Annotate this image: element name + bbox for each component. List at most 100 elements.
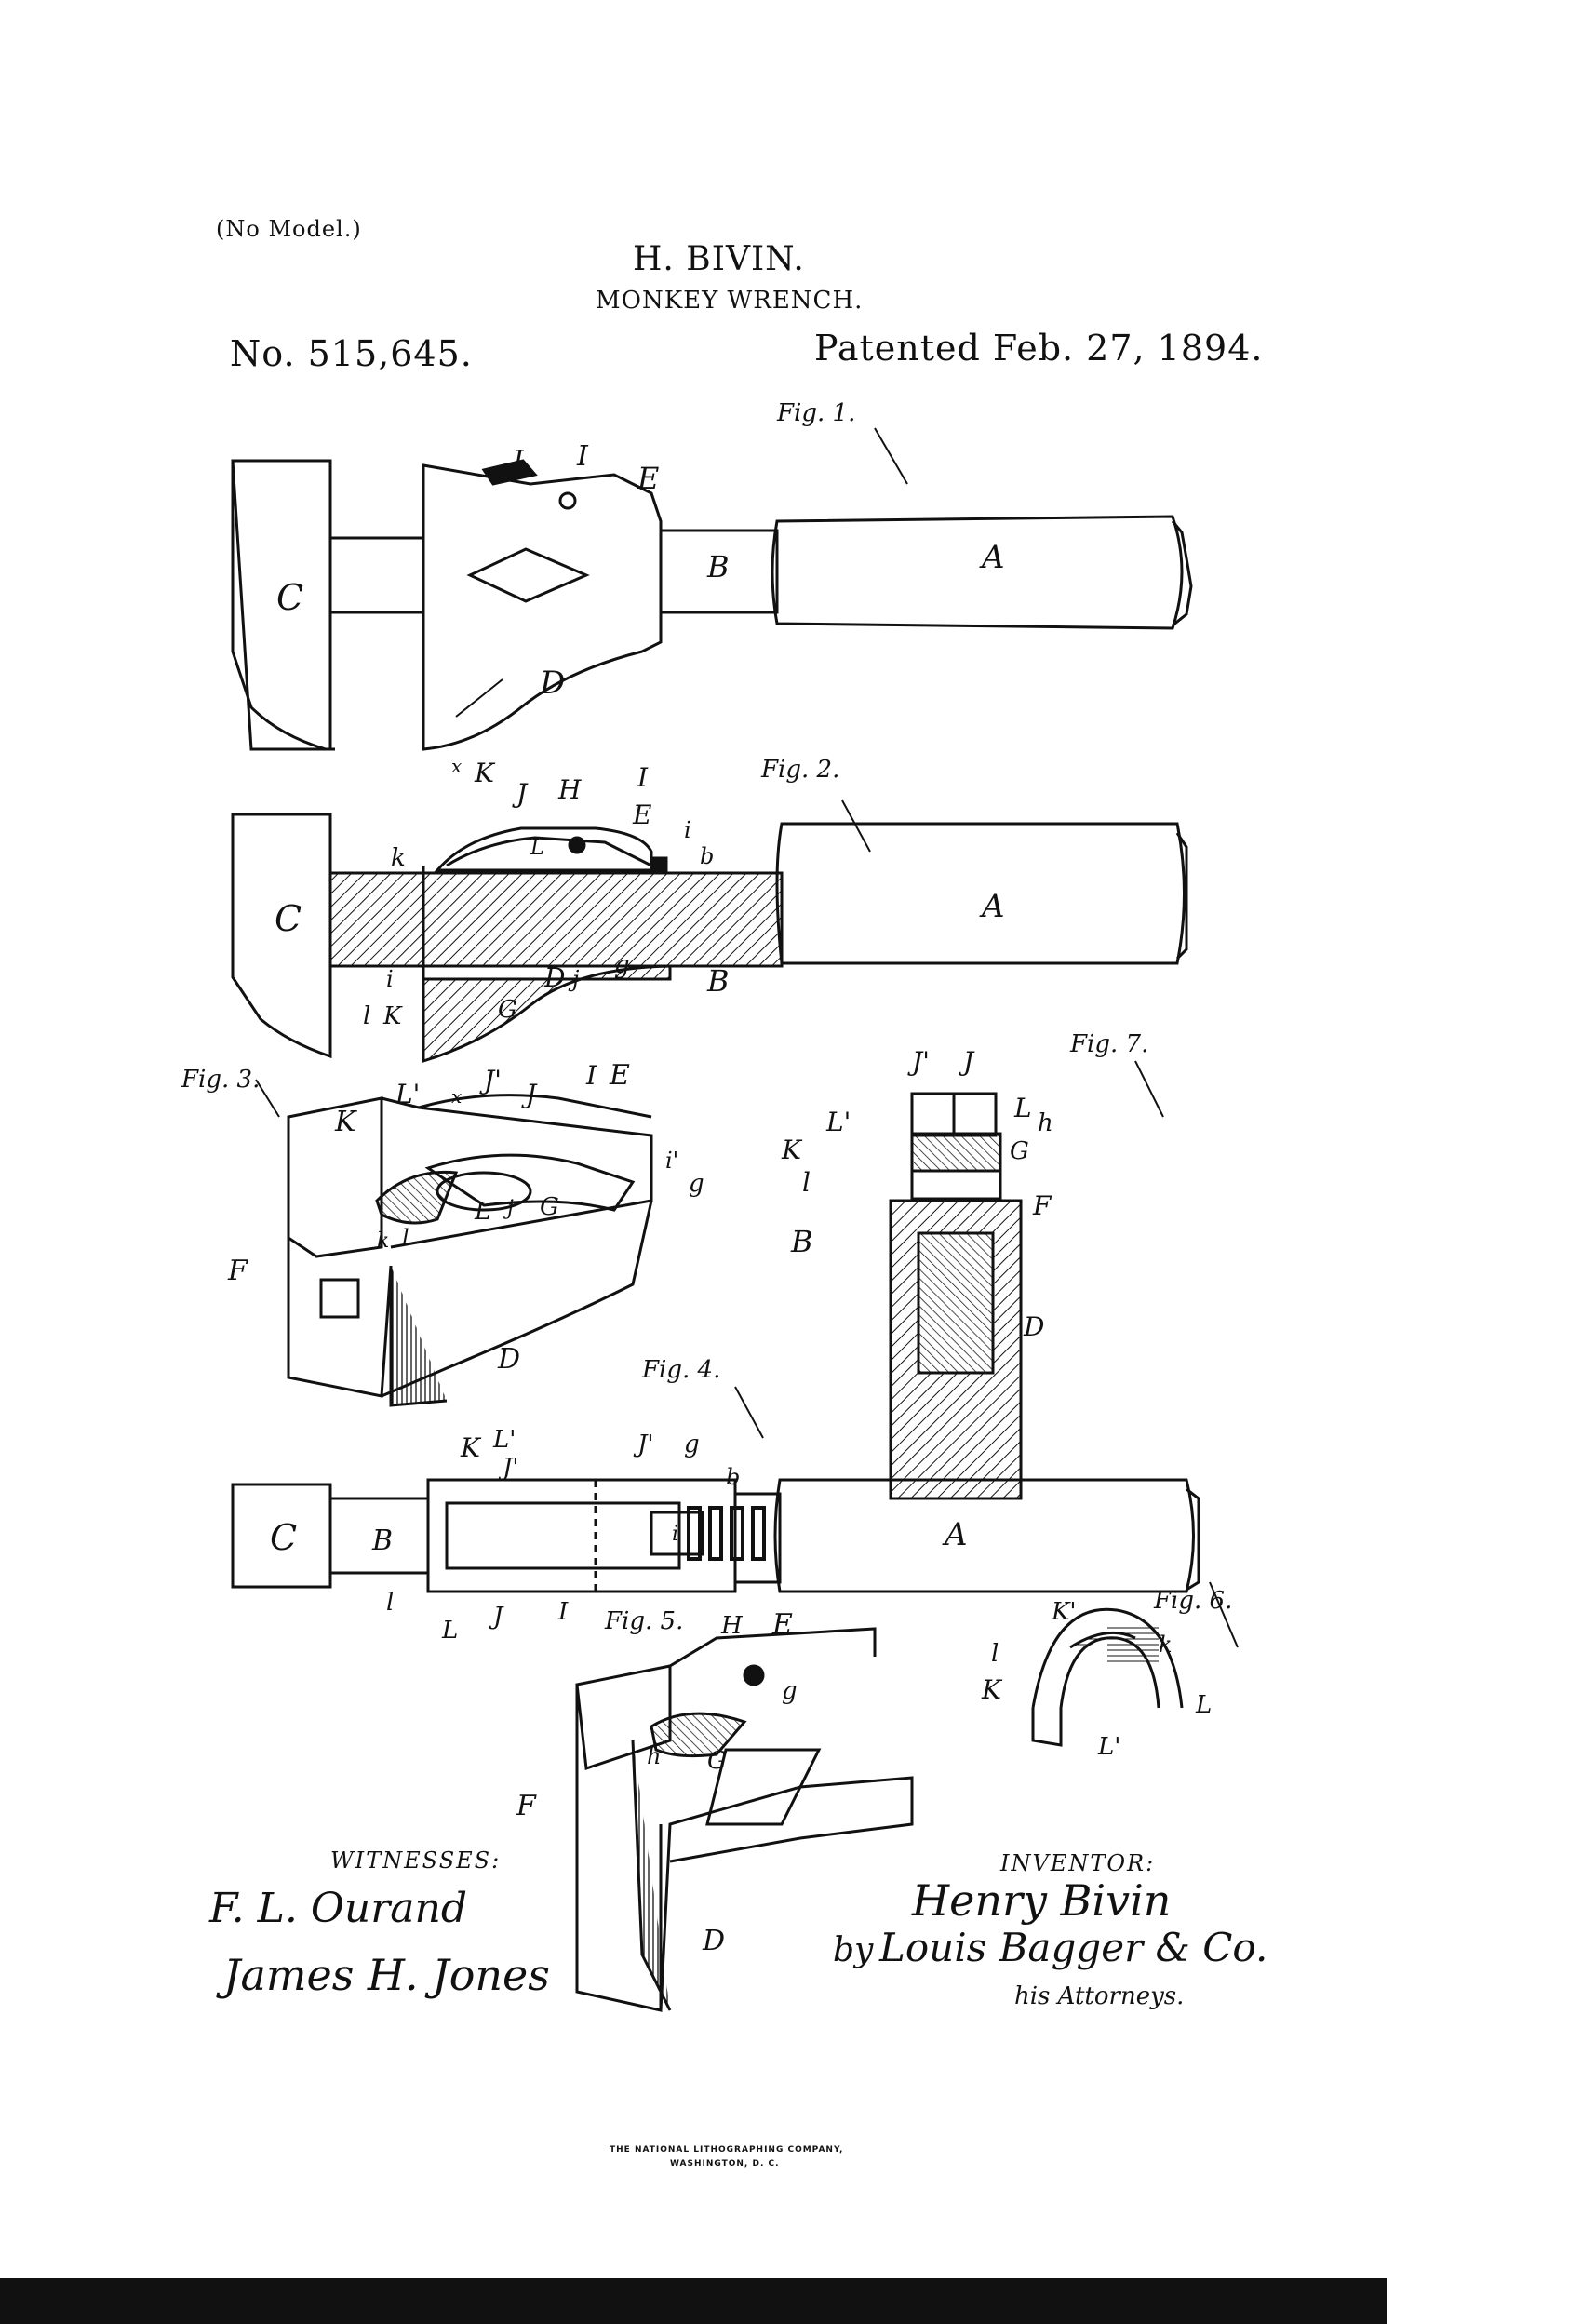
- footer-line-1: THE NATIONAL LITHOGRAPHING COMPANY,: [610, 2145, 844, 2155]
- ref-i-fig2: i: [684, 817, 691, 843]
- ref-F-fig5: F: [516, 1790, 537, 1822]
- ref-l-fig6: l: [991, 1640, 999, 1668]
- attorneys-note: his Attorneys.: [1014, 1982, 1185, 2010]
- ref-I-fig1: I: [576, 440, 589, 473]
- ref-B-fig7: B: [790, 1224, 813, 1259]
- ref-l-fig2: l: [363, 1002, 370, 1030]
- figure-5-title: Fig. 5.: [604, 1607, 683, 1635]
- ref-I-fig2: I: [637, 762, 649, 793]
- ref-L1-fig6: L': [1097, 1733, 1120, 1761]
- figure-7-title: Fig. 7.: [1069, 1030, 1148, 1058]
- ref-D-fig5: D: [702, 1925, 725, 1957]
- ref-K-lower-fig2: K: [382, 1002, 403, 1030]
- ref-k-fig2: k: [391, 844, 406, 872]
- ref-L-fig4: L: [441, 1617, 458, 1645]
- figure-5-jaw-perspective: [575, 1627, 914, 2012]
- ref-J-fig2: J: [512, 778, 529, 809]
- ref-G-fig5: G: [707, 1747, 727, 1775]
- figure-6-title: Fig. 6.: [1153, 1587, 1232, 1615]
- ref-I-fig3: I: [585, 1060, 597, 1091]
- ref-b-fig4: b: [726, 1464, 740, 1490]
- ref-l-fig3: l: [402, 1225, 409, 1251]
- ref-J-fig7: J: [959, 1046, 975, 1077]
- ref-h-fig5: h: [647, 1743, 661, 1769]
- witness-2-signature: James H. Jones: [223, 1950, 550, 2000]
- ref-g-fig5: g: [782, 1677, 798, 1705]
- ref-I-fig4: I: [557, 1598, 569, 1626]
- ref-C-fig1: C: [276, 577, 303, 618]
- figure-1-title: Fig. 1.: [776, 399, 855, 427]
- ref-K-fig3: K: [334, 1106, 357, 1138]
- ref-i-fig4: i: [672, 1523, 678, 1546]
- ref-D-fig2: D: [543, 962, 565, 993]
- figure-3-title: Fig. 3.: [181, 1066, 260, 1094]
- ref-G-fig3: G: [540, 1193, 559, 1221]
- by-text: by: [833, 1931, 874, 1969]
- ref-i-lower-fig2: i: [386, 966, 394, 992]
- ref-L1-fig4: L': [492, 1426, 516, 1454]
- ref-x-fig3: x: [451, 1085, 462, 1108]
- ref-J1-fig3: J': [479, 1065, 502, 1095]
- figure-1-wrench-side-view: [231, 459, 1193, 751]
- ref-h-fig7: h: [1038, 1109, 1053, 1137]
- attorney-signature: Louis Bagger & Co.: [879, 1925, 1268, 1970]
- ref-A-fig1: A: [979, 539, 1005, 576]
- ref-K-fig7: K: [781, 1135, 803, 1165]
- figure-3-jaw-perspective: [287, 1094, 653, 1407]
- ref-F-fig3: F: [227, 1255, 248, 1287]
- ref-l-fig7: l: [802, 1167, 811, 1198]
- ref-J1-fig7: J': [907, 1046, 930, 1077]
- ref-G-fig2: G: [498, 996, 517, 1024]
- ref-J-fig3: J: [521, 1079, 538, 1109]
- ref-g-fig2: g: [614, 951, 630, 979]
- ref-L1-fig7: L': [825, 1107, 851, 1137]
- ref-g-fig3: g: [689, 1170, 704, 1198]
- ref-E-fig2: E: [632, 799, 651, 830]
- ref-C-fig4: C: [270, 1517, 297, 1558]
- ref-B-fig4: B: [371, 1525, 393, 1557]
- ref-K1-fig6: K': [1051, 1598, 1077, 1626]
- ref-i1-fig3: i': [665, 1148, 678, 1174]
- ref-J-fig4: J: [489, 1603, 504, 1631]
- ref-B-fig1: B: [706, 549, 730, 584]
- ref-D-fig3: D: [497, 1343, 520, 1376]
- patent-number: No. 515,645.: [230, 333, 473, 374]
- inventor-heading: INVENTOR:: [1000, 1850, 1156, 1876]
- ref-A-fig2: A: [979, 888, 1005, 925]
- ref-K-fig6: K: [981, 1674, 1003, 1705]
- figure-4-title: Fig. 4.: [641, 1356, 720, 1384]
- ref-E-fig3: E: [609, 1059, 630, 1092]
- ref-k-fig6: k: [1159, 1632, 1173, 1658]
- ref-L1-fig3: L': [395, 1079, 420, 1109]
- ref-K-fig4: K: [460, 1432, 482, 1463]
- ref-B-fig2: B: [706, 963, 730, 999]
- ref-L-fig6: L: [1195, 1691, 1212, 1719]
- ref-H-fig5: H: [720, 1612, 744, 1640]
- ref-D-fig7: D: [1023, 1311, 1044, 1342]
- footer-line-2: WASHINGTON, D. C.: [670, 2159, 780, 2169]
- inventor-signature: Henry Bivin: [912, 1875, 1172, 1926]
- figure-6-clip-detail: [1031, 1607, 1184, 1747]
- ref-E-fig5: E: [771, 1608, 793, 1641]
- figure-2-wrench-section: [231, 813, 1188, 1064]
- ref-A-fig4: A: [942, 1516, 968, 1553]
- ref-D-fig1: D: [539, 665, 565, 702]
- inventor-name-header: H. BIVIN.: [633, 240, 805, 278]
- ref-F-fig7: F: [1032, 1190, 1052, 1221]
- witness-1-signature: F. L. Ourand: [209, 1885, 468, 1932]
- ref-L-fig2: L: [530, 837, 544, 860]
- ref-b-fig2: b: [700, 843, 714, 869]
- patent-title: MONKEY WRENCH.: [596, 287, 864, 315]
- ref-C-fig2: C: [275, 898, 302, 939]
- figure-2-title: Fig. 2.: [760, 756, 839, 784]
- leader-lines: [255, 427, 1239, 1648]
- ref-g-fig4: g: [684, 1431, 700, 1458]
- ref-L-fig7: L: [1013, 1093, 1032, 1123]
- ref-H-fig2: H: [557, 774, 582, 805]
- scan-edge-bar: [0, 2278, 1387, 2324]
- ref-J1b-fig4: J': [633, 1431, 654, 1458]
- ref-K-fig2: K: [474, 758, 496, 788]
- model-note: (No Model.): [216, 216, 362, 242]
- ref-E-fig1: E: [637, 461, 659, 496]
